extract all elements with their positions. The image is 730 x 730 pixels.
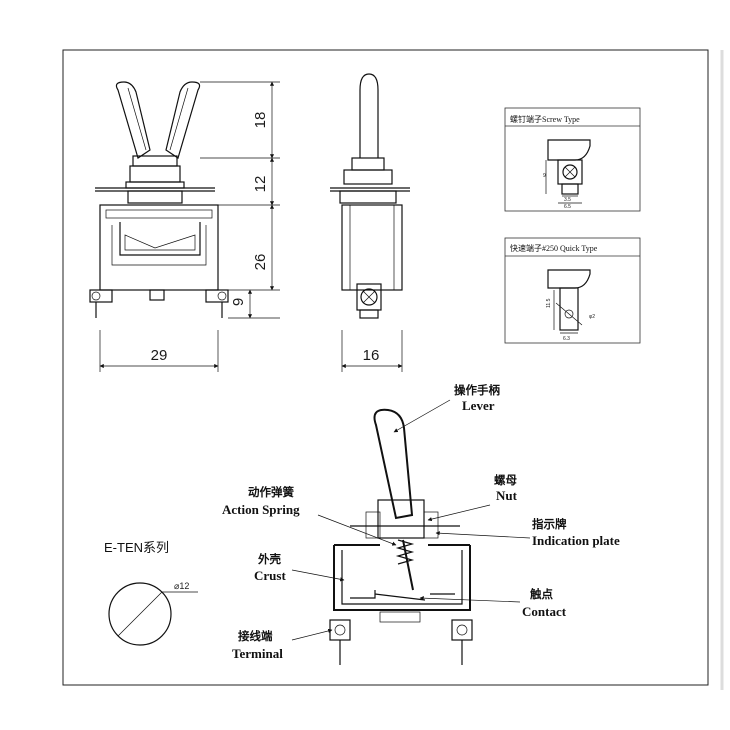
terminal-height-label: 9: [230, 298, 247, 306]
nut-label-en: Nut: [496, 488, 518, 503]
lever-label-en: Lever: [462, 398, 495, 413]
nut-label-cn: 螺母: [494, 473, 517, 487]
leader-lines: [291, 399, 531, 641]
lever-height-label: 18: [252, 112, 269, 129]
quick-height-label: 11.5: [546, 298, 552, 308]
drawing-frame: [62, 49, 709, 686]
terminal-right: [451, 619, 473, 641]
lever-wing-left: [115, 81, 151, 159]
series-block: E-TEN系列 ⌀12: [104, 540, 198, 646]
panel-hole-circle: [108, 582, 172, 646]
screw-type-box: 螺钉端子Screw Type 9 3.5 6.5: [504, 107, 641, 212]
plate-label-en: Indication plate: [532, 533, 620, 548]
contact-label-cn: 触点: [529, 587, 553, 601]
body-height-label: 26: [252, 254, 269, 271]
crust-label-en: Crust: [254, 568, 286, 583]
lever-wing-right: [165, 81, 201, 159]
series-label: E-TEN系列: [104, 540, 169, 555]
contact-label-en: Contact: [522, 604, 567, 619]
side-view: 16: [330, 73, 410, 372]
panel-hole-label: ⌀12: [174, 581, 189, 591]
quick-width-label: 6.3: [563, 336, 570, 342]
bushing-height-label: 12: [252, 176, 269, 193]
housing-crust: [333, 545, 471, 611]
screw-type-title: 螺钉端子Screw Type: [510, 114, 580, 124]
lever-label-cn: 操作手柄: [454, 383, 500, 397]
front-width-label: 29: [151, 347, 168, 364]
screw-outer-width-label: 6.5: [564, 204, 571, 210]
section-lever: [373, 408, 414, 520]
height-dimensions: 18 12 26 9: [200, 81, 280, 319]
front-view: 29: [89, 81, 229, 372]
spring-label-cn: 动作弹簧: [248, 485, 294, 499]
side-lever: [359, 73, 379, 158]
quick-hole-label: φ2: [589, 314, 595, 320]
terminal-left: [329, 619, 351, 641]
spring-label-en: Action Spring: [222, 502, 300, 517]
quick-type-box: 快速端子#250 Quick Type 11.5 φ2 6.3: [504, 237, 641, 344]
callout-labels: 操作手柄 Lever 螺母 Nut 动作弹簧 Action Spring 指示牌…: [222, 383, 620, 661]
side-width-label: 16: [363, 347, 380, 364]
plate-label-cn: 指示牌: [532, 517, 567, 531]
terminal-label-en: Terminal: [232, 646, 283, 661]
action-spring: [395, 539, 415, 565]
quick-type-title: 快速端子#250 Quick Type: [510, 243, 598, 253]
contacts: [350, 590, 455, 601]
terminal-label-cn: 接线端: [238, 629, 273, 643]
crust-label-cn: 外壳: [257, 552, 281, 566]
screw-height-label: 9: [543, 173, 546, 179]
screw-inner-width-label: 3.5: [564, 197, 571, 203]
cross-section: [329, 408, 473, 665]
